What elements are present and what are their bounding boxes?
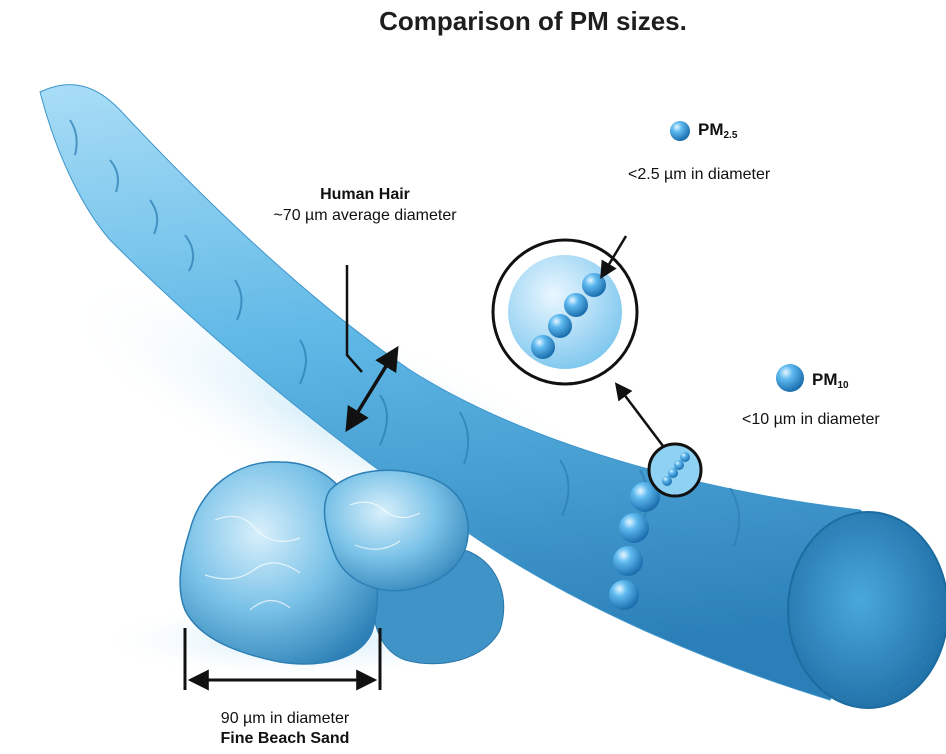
pm10-legend-dot — [776, 364, 804, 392]
sand-label: Fine Beach Sand — [160, 730, 410, 748]
pm25-label: PM2.5 — [698, 120, 737, 141]
sand-diameter-label: 90 µm in diameter — [160, 710, 410, 728]
sand-grain-right — [325, 470, 469, 590]
hair-diameter-label: ~70 µm average diameter — [250, 207, 480, 225]
pm25-diameter-label: <2.5 µm in diameter — [628, 166, 770, 184]
pm10-particle — [613, 546, 643, 576]
pm25-label-subscript: 2.5 — [724, 130, 738, 141]
hair-cross-section — [788, 512, 946, 708]
pm25-label-text: PM — [698, 120, 724, 139]
pm10-diameter-label: <10 µm in diameter — [742, 411, 880, 429]
pm25-legend-dot — [670, 121, 690, 141]
zoom-arrow — [617, 385, 663, 446]
diagram-title: Comparison of PM sizes. — [0, 6, 946, 37]
pm10-particle — [619, 513, 649, 543]
hair-label: Human Hair — [265, 186, 465, 204]
pm10-particle — [609, 580, 639, 610]
pm10-label-subscript: 10 — [838, 380, 849, 391]
pm10-label-text: PM — [812, 370, 838, 389]
pm10-label: PM10 — [812, 370, 849, 391]
